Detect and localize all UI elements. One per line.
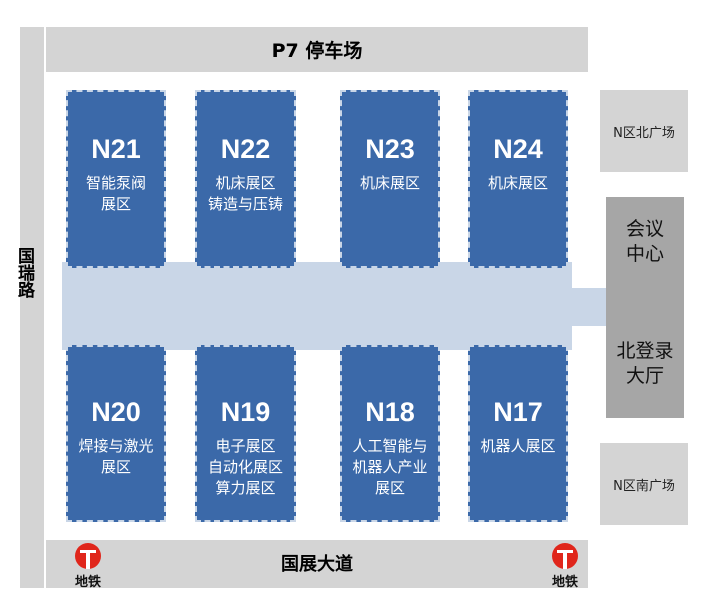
north-plaza[interactable]: N区北广场 [600, 90, 688, 172]
conference-center: 会议中心 [625, 218, 664, 265]
road-label-left: 国瑞路 [14, 247, 34, 298]
south-plaza[interactable]: N区南广场 [600, 443, 688, 525]
metro-icon [552, 543, 578, 569]
corridor-main [62, 288, 607, 326]
north-registration-hall: 北登录大厅 [616, 340, 674, 387]
metro-label: 地铁 [551, 575, 578, 590]
road-label-bottom: 国展大道 [281, 554, 353, 575]
metro-right: 地铁 [545, 543, 585, 590]
metro-label: 地铁 [74, 575, 101, 590]
p7-parking: P7 停车场 [46, 27, 588, 72]
conference-registration-building[interactable]: 会议中心 北登录大厅 [606, 197, 684, 418]
guorui-road: 国瑞路 [14, 27, 44, 588]
guozhan-avenue [46, 540, 588, 588]
metro-icon [75, 543, 101, 569]
metro-left: 地铁 [68, 543, 108, 590]
